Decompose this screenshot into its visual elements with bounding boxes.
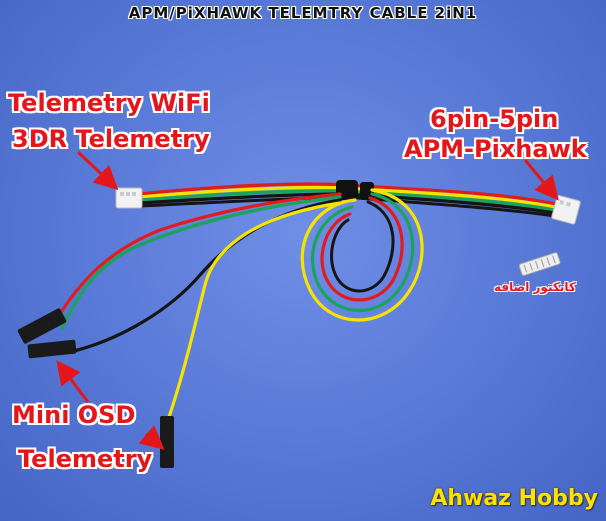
connector-spare: [518, 252, 561, 276]
brand-watermark: Ahwaz Hobby: [430, 486, 598, 511]
arrow-to-telemetry-housing: [138, 425, 165, 450]
branch-yellow: [166, 201, 342, 422]
connector-left: [115, 187, 143, 209]
label-3dr-telemetry: 3DR Telemetry: [12, 125, 210, 153]
label-telemetry: Telemetry: [18, 445, 153, 473]
branch-wires: [53, 192, 342, 422]
arrow-to-left-connector: [76, 150, 119, 191]
label-mini-osd: Mini OSD: [12, 401, 136, 429]
heat-shrink-2: [360, 182, 374, 200]
page-title: APM/PiXHAWK TELEMTRY CABLE 2iN1: [128, 4, 478, 22]
loop-yellow: [300, 188, 424, 322]
label-extra-connector: کانکتور اضافه: [494, 280, 576, 294]
label-apm-pixhawk: APM-Pixhawk: [404, 135, 587, 163]
heat-shrink: [336, 180, 358, 200]
arrow-to-osd-housing: [56, 360, 90, 403]
branch-red: [53, 192, 342, 324]
dupont-red-green: [17, 308, 67, 344]
loop-black: [330, 200, 395, 293]
pointer-arrows: [56, 150, 559, 450]
connector-right: [551, 194, 581, 225]
label-pins: 6pin-5pin: [430, 105, 559, 133]
loop-red: [320, 196, 404, 302]
dupont-yellow: [160, 416, 174, 468]
branch-green: [60, 195, 342, 330]
label-telemetry-wifi: Telemetry WiFi: [8, 89, 210, 117]
wire-loop: [300, 188, 424, 322]
loop-green: [310, 192, 415, 312]
arrow-to-right-connector: [523, 159, 559, 201]
dupont-black: [27, 339, 77, 359]
